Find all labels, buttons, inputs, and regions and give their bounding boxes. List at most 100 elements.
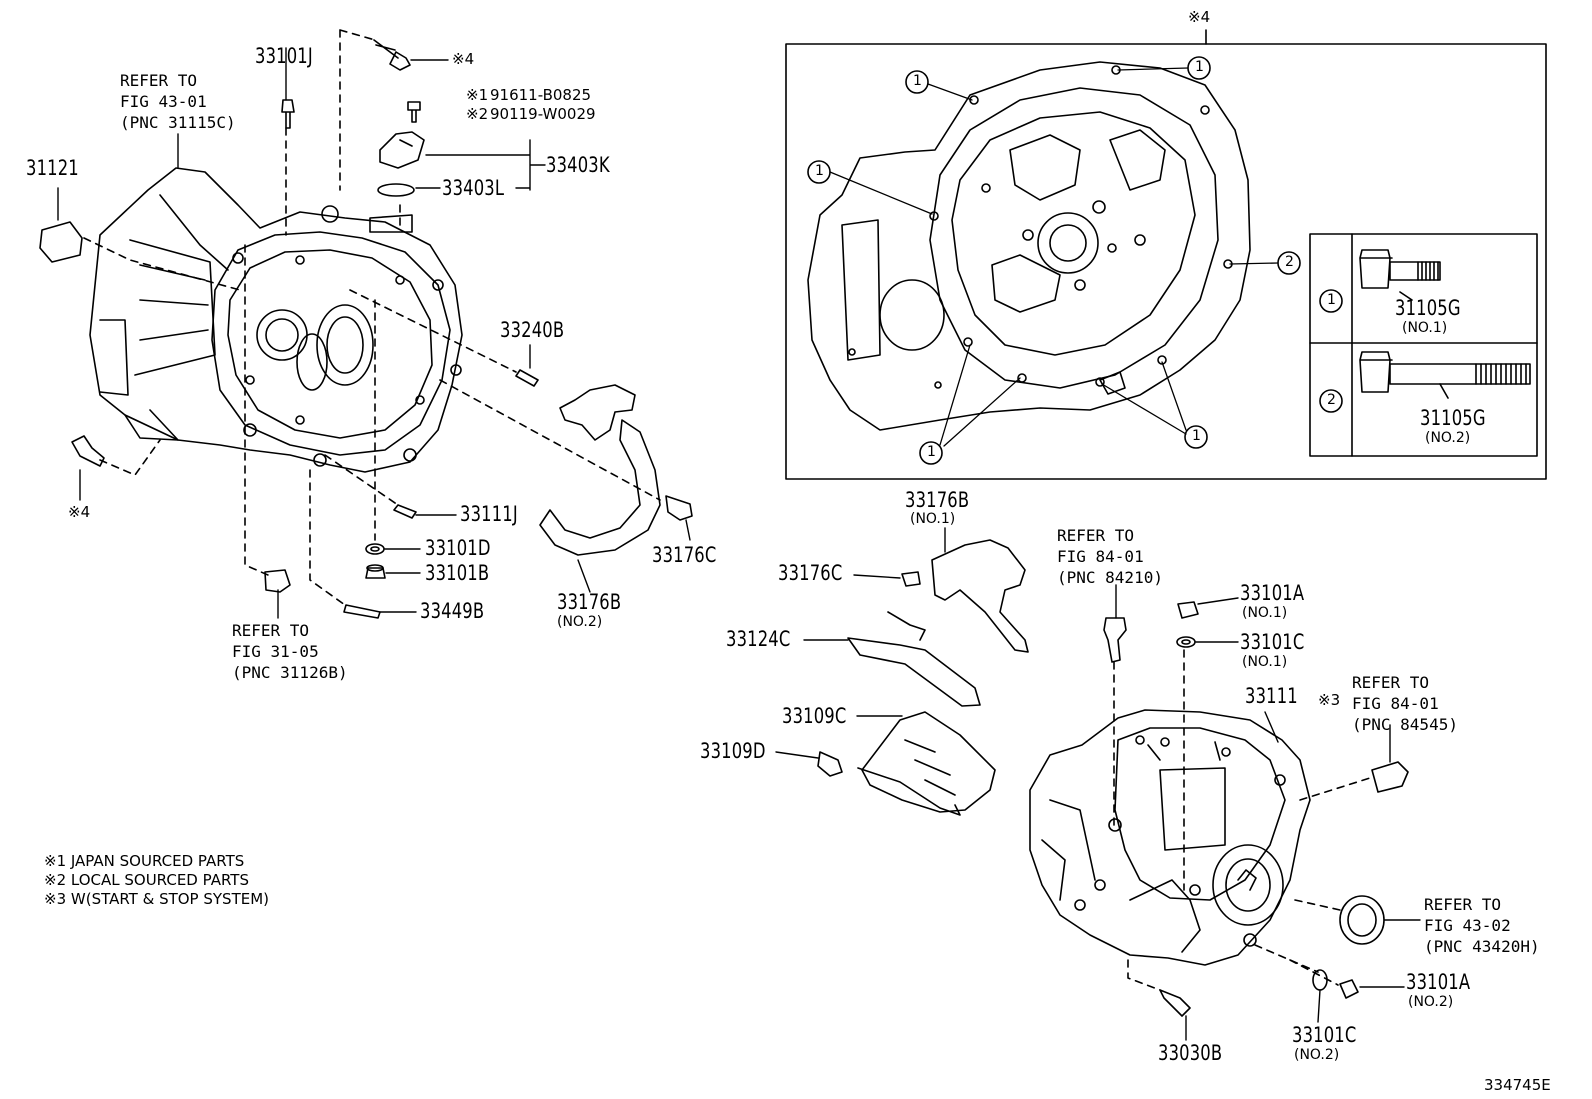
part-33176B-no1-sub: (NO.1) <box>910 511 956 527</box>
bolt-top <box>373 39 411 71</box>
solid-leaders-left <box>57 47 691 619</box>
gasket-33449B <box>343 604 381 619</box>
switch-84545 <box>1371 761 1409 793</box>
refer-to-label-5: REFER TO <box>1424 895 1502 914</box>
part-33109C-label[interactable]: 33109C <box>782 704 847 728</box>
part-33176B-no2-sub: (NO.2) <box>557 614 603 630</box>
fig-31-05-ref[interactable]: FIG 31-05 <box>232 642 319 661</box>
inset-housing-drawing <box>807 61 1251 431</box>
oring-33403L <box>377 183 415 197</box>
circle-marker-1: 1 <box>913 73 922 89</box>
note-mark-4-top: ※4 <box>452 50 475 68</box>
note-mark-3: ※3 <box>1318 691 1341 709</box>
pnc-84210-ref[interactable]: (PNC 84210) <box>1057 568 1163 587</box>
circle-marker-1: 1 <box>1327 292 1336 308</box>
middle-parts <box>817 539 1029 816</box>
refer-to-label-2: REFER TO <box>232 621 310 640</box>
plug-33101A-no2 <box>1339 979 1359 999</box>
inset-bolts <box>1359 249 1531 399</box>
transaxle-housing-drawing <box>89 167 463 473</box>
part-31105G-no1-sub: (NO.1) <box>1402 320 1448 336</box>
cover-33109C <box>861 711 996 813</box>
part-33101C-no2-label[interactable]: 33101C <box>1292 1023 1357 1047</box>
part-33176C-mid-label[interactable]: 33176C <box>778 561 843 585</box>
part-33101J-label[interactable]: 33101J <box>255 44 313 68</box>
part-33101B-label[interactable]: 33101B <box>425 561 490 585</box>
bolt-91611 <box>407 101 421 123</box>
right-solid-leaders <box>1115 584 1421 1041</box>
pnc-84545-ref[interactable]: (PNC 84545) <box>1352 715 1458 734</box>
inset-note-mark-4: ※4 <box>1188 8 1211 26</box>
circle-marker-2: 2 <box>1285 254 1294 270</box>
circle-marker-1: 1 <box>815 163 824 179</box>
dashed-leaders-left <box>83 29 661 606</box>
part-33111-label[interactable]: 33111 <box>1245 684 1298 708</box>
note-mark-1: ※1 <box>466 86 489 104</box>
part-33176B-no2-label[interactable]: 33176B <box>557 590 622 614</box>
pnc-31115C-ref[interactable]: (PNC 31115C) <box>120 113 236 132</box>
plate-33124C <box>847 637 981 707</box>
inset-marker-leaders <box>829 67 1279 447</box>
part-33124C-label[interactable]: 33124C <box>726 627 791 651</box>
bolt-33101J <box>281 99 295 129</box>
part-33101A-no2-label[interactable]: 33101A <box>1406 970 1471 994</box>
note-line-3: ※3 W(START & STOP SYSTEM) <box>44 890 270 908</box>
part-31121-label[interactable]: 31121 <box>26 156 79 180</box>
part-33109D-label[interactable]: 33109D <box>700 739 766 763</box>
inset-circle-markers <box>807 56 1343 465</box>
pin-33240B <box>515 369 539 387</box>
left-small-parts <box>39 39 693 619</box>
refer-to-label: REFER TO <box>120 71 198 90</box>
part-33101D-label[interactable]: 33101D <box>425 536 491 560</box>
bolt-left <box>71 435 105 467</box>
bolt-33176C-right <box>665 495 693 521</box>
part-33101A-no1-sub: (NO.1) <box>1242 605 1288 621</box>
pnc-43420H-ref[interactable]: (PNC 43420H) <box>1424 937 1540 956</box>
fig-84-01-ref-2[interactable]: FIG 84-01 <box>1352 694 1439 713</box>
circle-marker-1: 1 <box>1192 428 1201 444</box>
fig-43-01-ref[interactable]: FIG 43-01 <box>120 92 207 111</box>
part-91611-B0825-label[interactable]: 91611-B0825 <box>490 86 592 104</box>
part-33101C-no1-label[interactable]: 33101C <box>1240 630 1305 654</box>
transmission-case-drawing <box>1029 709 1311 966</box>
note-mark-2: ※2 <box>466 105 489 123</box>
refer-to-label-4: REFER TO <box>1352 673 1430 692</box>
part-33101C-no1-sub: (NO.1) <box>1242 654 1288 670</box>
part-90119-W0029-label[interactable]: 90119-W0029 <box>490 105 596 123</box>
fig-84-01-ref[interactable]: FIG 84-01 <box>1057 547 1144 566</box>
part-33449B-label[interactable]: 33449B <box>420 599 485 623</box>
pnc-31126B-ref[interactable]: (PNC 31126B) <box>232 663 348 682</box>
part-33101C-no2-sub: (NO.2) <box>1294 1047 1340 1063</box>
part-33030B-label[interactable]: 33030B <box>1158 1041 1223 1065</box>
sensor-33403K <box>379 131 425 169</box>
note-line-2: ※2 LOCAL SOURCED PARTS <box>44 871 249 889</box>
inset-box <box>785 29 1547 480</box>
plug-31126B <box>264 569 291 593</box>
right-dashed-leaders <box>1113 649 1371 991</box>
part-33176B-no1-label[interactable]: 33176B <box>905 488 970 512</box>
plug-33101A-no1 <box>1177 601 1199 619</box>
circle-marker-1: 1 <box>1195 59 1204 75</box>
part-33240B-label[interactable]: 33240B <box>500 318 565 342</box>
part-33101A-no2-sub: (NO.2) <box>1408 994 1454 1010</box>
plug-31121 <box>39 221 83 263</box>
part-31105G-no2-label[interactable]: 31105G <box>1420 406 1486 430</box>
refer-to-label-3: REFER TO <box>1057 526 1135 545</box>
part-33176C-right-label[interactable]: 33176C <box>652 543 717 567</box>
bolt-33030B <box>1159 989 1191 1017</box>
fig-43-02-ref[interactable]: FIG 43-02 <box>1424 916 1511 935</box>
part-33403L-label[interactable]: 33403L <box>442 176 505 200</box>
note-line-1: ※1 JAPAN SOURCED PARTS <box>44 852 245 870</box>
part-31105G-no2-sub: (NO.2) <box>1425 430 1471 446</box>
circle-marker-1: 1 <box>927 444 936 460</box>
diagram-id: 334745E <box>1484 1076 1551 1094</box>
part-33403K-label[interactable]: 33403K <box>546 153 610 177</box>
part-33101A-no1-label[interactable]: 33101A <box>1240 581 1305 605</box>
pin-33111J <box>393 504 417 519</box>
bracket-33176B-no2 <box>539 384 661 556</box>
part-33111J-label[interactable]: 33111J <box>460 502 518 526</box>
bolt-33176C-mid <box>901 571 921 587</box>
part-31105G-no1-label[interactable]: 31105G <box>1395 296 1461 320</box>
